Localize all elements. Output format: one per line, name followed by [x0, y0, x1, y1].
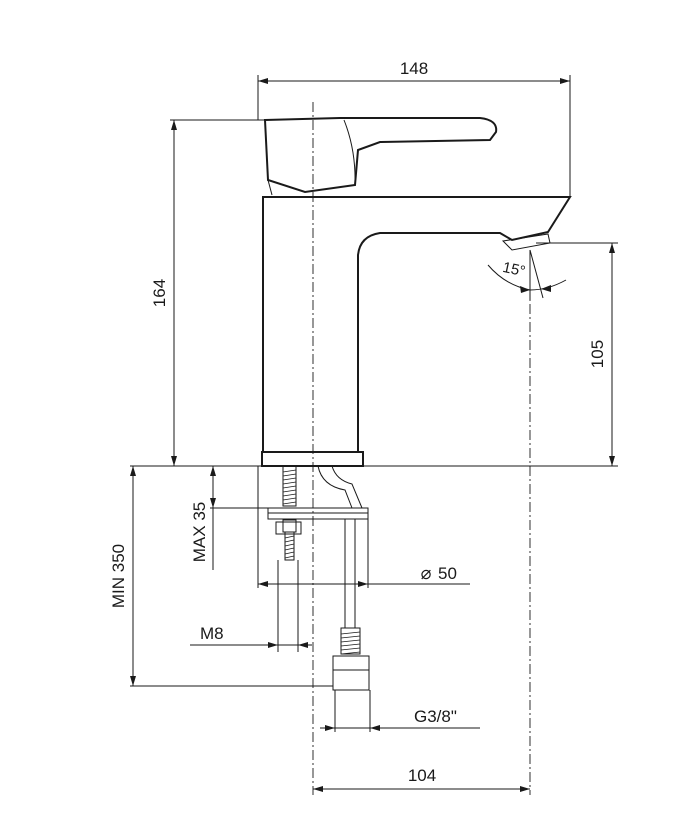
- installation-parts: [267, 465, 370, 691]
- thread-mark: [340, 631, 361, 635]
- thread-mark: [282, 477, 297, 481]
- thread-mark: [282, 493, 297, 497]
- thread-mark: [284, 551, 295, 555]
- reach-104-label: 104: [408, 766, 436, 785]
- faucet-outline: [261, 117, 572, 467]
- thread-mark: [282, 481, 297, 485]
- g38-label: G3/8": [414, 707, 457, 726]
- width-148-label: 148: [400, 59, 428, 78]
- dimension-labels: 148 164 105 15° MIN 350 MAX 35 ⌀ 50 M8 G…: [109, 59, 607, 785]
- thread-mark: [340, 639, 361, 643]
- m8-label: M8: [200, 624, 224, 643]
- thread-mark: [282, 497, 297, 501]
- thread-mark: [340, 651, 361, 655]
- base-ring: [261, 451, 364, 467]
- diameter-symbol: ⌀: [421, 563, 432, 583]
- spout-height-105-label: 105: [588, 340, 607, 368]
- spout-body: [262, 196, 572, 453]
- thread-mark: [282, 469, 297, 473]
- min-350-label: MIN 350: [109, 544, 128, 608]
- max-35-label: MAX 35: [190, 502, 209, 562]
- hose-nut: [332, 655, 370, 691]
- thread-mark: [282, 501, 297, 505]
- thread-mark: [282, 473, 297, 477]
- flexible-hose: [344, 519, 356, 628]
- center-lines: [312, 102, 531, 795]
- angle-15-label: 15°: [501, 259, 527, 280]
- dimension-lines: [130, 78, 615, 792]
- thread-mark: [340, 635, 361, 639]
- height-164-label: 164: [150, 279, 169, 307]
- thread-mark: [284, 547, 295, 551]
- thread-mark: [282, 489, 297, 493]
- extension-lines: [130, 75, 618, 732]
- nut: [275, 521, 302, 535]
- thread-mark: [284, 555, 295, 559]
- lever-handle: [263, 117, 498, 194]
- thread-mark: [284, 539, 295, 543]
- thread-mark: [284, 543, 295, 547]
- thread-mark: [340, 643, 361, 647]
- diameter-50-label: 50: [438, 564, 457, 583]
- thread-mark: [340, 647, 361, 651]
- thread-mark: [282, 485, 297, 489]
- thread-mark: [284, 535, 295, 539]
